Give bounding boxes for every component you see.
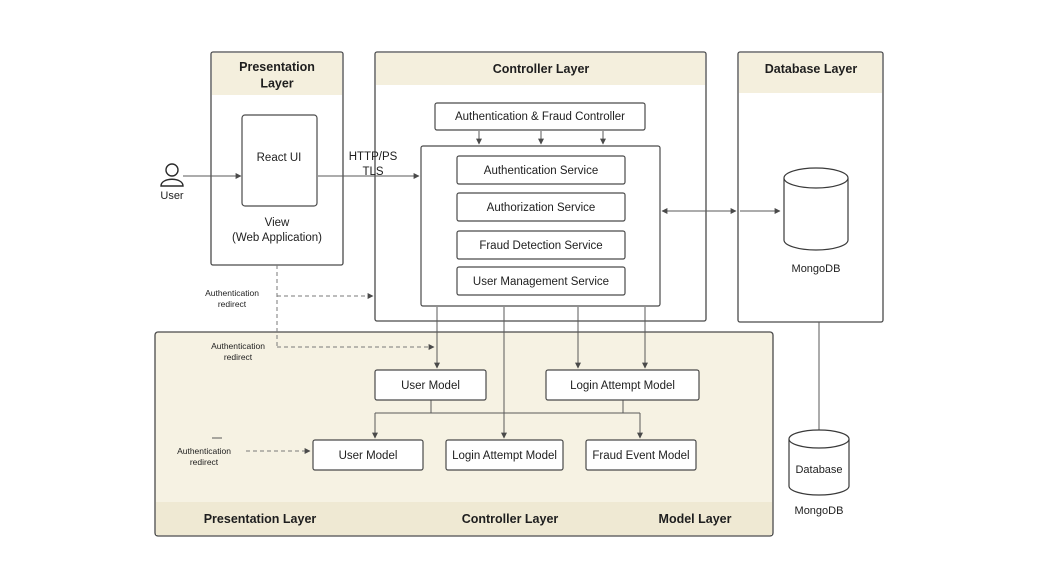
service-label: Fraud Detection Service	[479, 240, 602, 252]
controller-layer: Controller Layer Authentication & Fraud …	[374, 51, 707, 322]
service-label: Authorization Service	[487, 202, 596, 214]
mongodb-cylinder-icon	[783, 167, 849, 251]
database-inner-label: Database	[795, 464, 842, 476]
model-label: Login Attempt Model	[452, 450, 557, 462]
service-label: User Management Service	[473, 276, 609, 288]
services-container	[420, 145, 661, 307]
model-box	[545, 369, 700, 401]
database-cylinder-icon	[788, 429, 850, 496]
user-label: User	[160, 190, 184, 202]
footer-controller-label: Controller Layer	[462, 512, 559, 526]
model-box	[312, 439, 424, 471]
model-label: User Model	[401, 380, 460, 392]
react-ui-box	[241, 114, 318, 207]
controller-box	[434, 102, 646, 131]
model-label: Login Attempt Model	[570, 380, 675, 392]
model-layer-area	[154, 331, 774, 537]
model-box	[445, 439, 564, 471]
lower-models: User Model Login Attempt Model Fraud Event…	[312, 439, 697, 471]
redirect-edges	[246, 265, 435, 454]
controller-label: Authentication & Fraud Controller	[455, 111, 625, 123]
model-label: User Model	[339, 450, 398, 462]
user-actor: User	[160, 163, 184, 202]
mongodb-label: MongoDB	[792, 263, 841, 275]
upper-models: User Model Login Attempt Model	[374, 369, 700, 401]
react-ui-label: React UI	[257, 152, 302, 164]
view-caption: View(Web Application)	[232, 217, 322, 244]
controller-layer-title: Controller Layer	[493, 62, 590, 76]
model-box	[585, 439, 697, 471]
service-box	[456, 266, 626, 296]
footer-model-label: Model Layer	[659, 512, 732, 526]
service-box	[456, 192, 626, 222]
service-box	[456, 230, 626, 260]
service-label: Authentication Service	[484, 165, 598, 177]
database-layer-title: Database Layer	[765, 62, 858, 76]
model-label: Fraud Event Model	[592, 450, 689, 462]
footer-presentation-label: Presentation Layer	[204, 512, 317, 526]
user-icon	[160, 163, 184, 187]
edges	[183, 131, 820, 439]
database-layer: Database Layer MongoDB	[737, 51, 884, 323]
database-caption: MongoDB	[795, 505, 844, 517]
service-box	[456, 155, 626, 185]
model-box	[374, 369, 487, 401]
